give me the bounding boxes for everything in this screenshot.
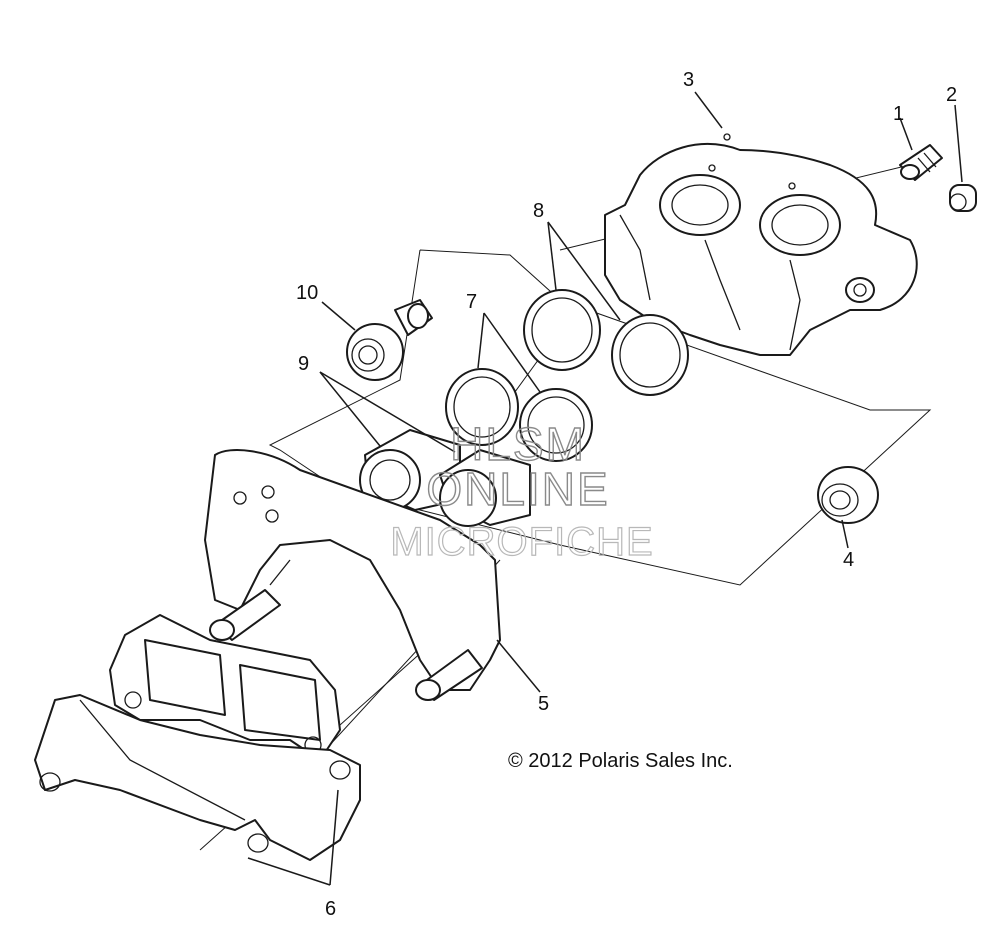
bleeder-valve xyxy=(899,144,943,181)
callout-7: 7 xyxy=(466,291,477,313)
watermark-line-1: HLSM xyxy=(450,418,586,470)
watermark-line-3: MICROFICHE xyxy=(390,520,653,564)
dust-seals xyxy=(445,368,593,462)
callout-5: 5 xyxy=(538,693,549,715)
brake-pads xyxy=(34,614,361,861)
callout-labels: 1 2 3 4 5 6 7 8 9 10 xyxy=(296,69,957,920)
callout-2: 2 xyxy=(946,84,957,106)
callout-8: 8 xyxy=(533,200,544,222)
copyright-notice: © 2012 Polaris Sales Inc. xyxy=(508,750,733,772)
slide-pin-bushing xyxy=(346,299,433,381)
callout-1: 1 xyxy=(893,103,904,125)
callout-9: 9 xyxy=(298,353,309,375)
callout-6: 6 xyxy=(325,898,336,920)
mounting-bracket xyxy=(204,449,501,701)
bushing xyxy=(817,466,879,524)
caliper-body xyxy=(604,133,918,356)
watermark: HLSM ONLINE MICROFICHE xyxy=(390,417,654,564)
callout-4: 4 xyxy=(843,549,854,571)
callout-10: 10 xyxy=(296,282,318,304)
caliper-pistons xyxy=(359,429,531,527)
bleeder-cap xyxy=(949,184,977,212)
watermark-line-2: ONLINE xyxy=(426,463,609,515)
leader-lines xyxy=(247,91,963,886)
caliper-seals xyxy=(523,289,689,396)
callout-3: 3 xyxy=(683,69,694,91)
